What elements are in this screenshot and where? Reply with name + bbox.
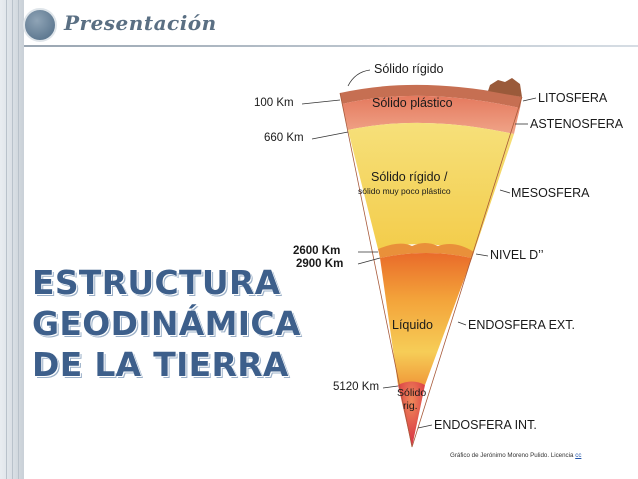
sidebar-strip <box>0 0 24 479</box>
depth-2600-label: 2600 Km <box>293 245 341 257</box>
mesosphere-label: MESOSFERA <box>511 186 590 200</box>
solid-rigid-top-label: Sólido rígido <box>374 62 444 76</box>
liquid-label: Líquido <box>392 318 434 332</box>
license-link[interactable]: cc <box>575 452 582 459</box>
inner-core-layer <box>398 381 425 447</box>
credit-text: Gráfico de Jerónimo Moreno Pulido. Licen… <box>450 452 574 459</box>
d-layer <box>378 243 474 258</box>
nivel-d-label: NIVEL D’’ <box>490 248 544 262</box>
depth-2900-label: 2900 Km <box>296 258 344 270</box>
rigid-core-label: rig. <box>403 400 418 412</box>
title-line-1: ESTRUCTURA <box>32 263 281 302</box>
title-line-3: DE LA TIERRA <box>32 345 289 384</box>
header-title: Presentación <box>64 11 217 35</box>
slide-title: ESTRUCTURA GEODINÁMICA DE LA TIERRA <box>32 262 302 385</box>
depth-660-label: 660 Km <box>264 132 304 144</box>
crust-relief <box>488 78 522 97</box>
solid-core-label: Sólido <box>397 387 427 399</box>
mesosphere-layer <box>348 122 514 252</box>
asthenosphere-layer <box>342 95 520 134</box>
solid-rigid-meso-label: Sólido rígido / <box>371 170 448 184</box>
asthenosphere-label: ASTENOSFERA <box>530 117 624 131</box>
lithosphere-layer <box>340 84 522 108</box>
lithosphere-label: LITOSFERA <box>538 91 608 105</box>
image-credit: Gráfico de Jerónimo Moreno Pulido. Licen… <box>450 452 581 459</box>
very-low-plastic-label: sólido muy poco plástico <box>358 186 451 196</box>
logo-icon <box>23 8 57 42</box>
header-divider <box>24 45 638 47</box>
outer-core-layer <box>380 253 472 385</box>
outer-core-name-label: ENDOSFERA EXT. <box>468 318 575 332</box>
solid-plastic-label: Sólido plástico <box>372 96 453 110</box>
depth-100-label: 100 Km <box>254 97 294 109</box>
wedge-outline <box>339 92 523 448</box>
title-line-2: GEODINÁMICA <box>32 304 301 343</box>
depth-5120-label: 5120 Km <box>333 381 380 393</box>
inner-core-name-label: ENDOSFERA INT. <box>434 418 537 432</box>
header-bar <box>24 0 638 46</box>
